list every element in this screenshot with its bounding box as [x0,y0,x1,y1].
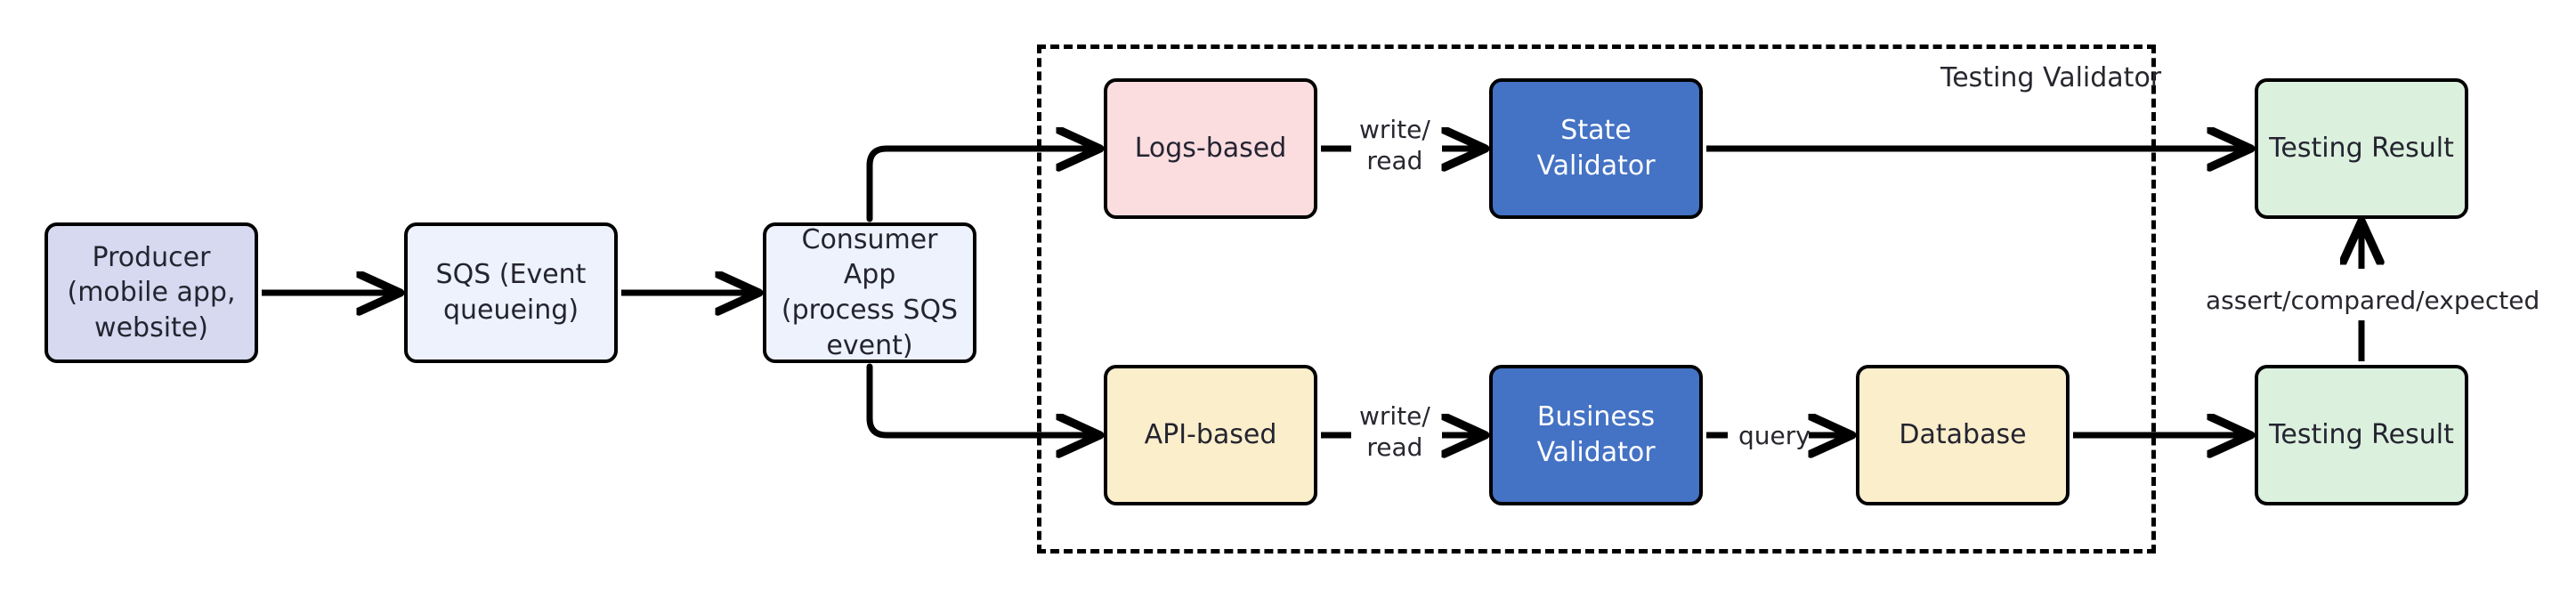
edge-label-write-read-bottom: write/ read [1359,401,1430,462]
node-database[interactable]: Database [1856,365,2070,505]
node-sqs[interactable]: SQS (Event queueing) [404,222,618,363]
node-testing-result-bottom[interactable]: Testing Result [2255,365,2468,505]
edge-label-query: query [1738,421,1810,450]
node-testing-result-top[interactable]: Testing Result [2255,78,2468,219]
testing-validator-group-label: Testing Validator [1940,62,2162,93]
node-api-based[interactable]: API-based [1104,365,1317,505]
node-state-validator[interactable]: State Validator [1489,78,1703,219]
testing-validator-group-box [1037,44,2156,554]
edge-label-write-read-top: write/ read [1359,115,1430,175]
node-business-validator[interactable]: Business Validator [1489,365,1703,505]
edge-label-assert-compared-expected: assert/compared/expected [2206,286,2540,315]
node-consumer-app[interactable]: Consumer App (process SQS event) [763,222,976,363]
node-logs-based[interactable]: Logs-based [1104,78,1317,219]
node-producer[interactable]: Producer (mobile app, website) [45,222,258,363]
